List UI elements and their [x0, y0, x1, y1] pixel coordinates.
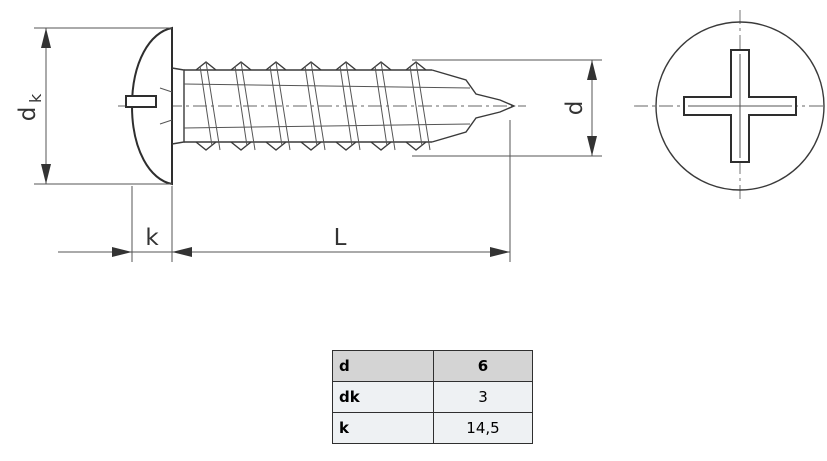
thread-flank — [304, 61, 326, 151]
specification-table: d 6 dk 3 k 14,5 — [332, 350, 533, 444]
dk-label-subscript: k — [26, 93, 45, 103]
table-cell-value: 14,5 — [433, 412, 533, 444]
k-label: k — [145, 225, 159, 251]
thread-flank — [374, 61, 396, 151]
d-label: d — [562, 101, 588, 116]
table-cell-key: k — [332, 412, 434, 444]
table-cell-value: 6 — [433, 350, 533, 382]
screw-neck — [171, 67, 185, 145]
screw-threads — [195, 61, 431, 151]
thread-flank — [269, 61, 291, 151]
L-label: L — [334, 225, 347, 251]
head-outline-circle — [655, 21, 825, 191]
screw-tip — [431, 69, 516, 143]
table-cell-value: 3 — [433, 381, 533, 413]
head-slot — [125, 95, 157, 108]
table-row: dk 3 — [332, 381, 533, 413]
screw-side-view — [118, 26, 526, 186]
d-dimension: d — [412, 59, 602, 157]
table-row: d 6 — [332, 350, 533, 382]
screw-technical-drawing: d k d k L — [15, 10, 826, 262]
shank-core-bottom — [183, 123, 471, 129]
table-cell-key: dk — [332, 381, 434, 413]
k-L-dimensions: k L — [58, 120, 511, 262]
table-row: k 14,5 — [332, 412, 533, 444]
dk-dimension: d k — [15, 27, 172, 185]
thread-flank — [234, 61, 256, 151]
thread-flank — [339, 61, 361, 151]
table-cell-key: d — [332, 350, 434, 382]
screw-head-top-view — [634, 10, 826, 200]
thread-flank — [409, 61, 431, 151]
dk-label: d — [15, 107, 41, 122]
shank-core-top — [183, 83, 471, 89]
thread-flank — [199, 61, 221, 151]
